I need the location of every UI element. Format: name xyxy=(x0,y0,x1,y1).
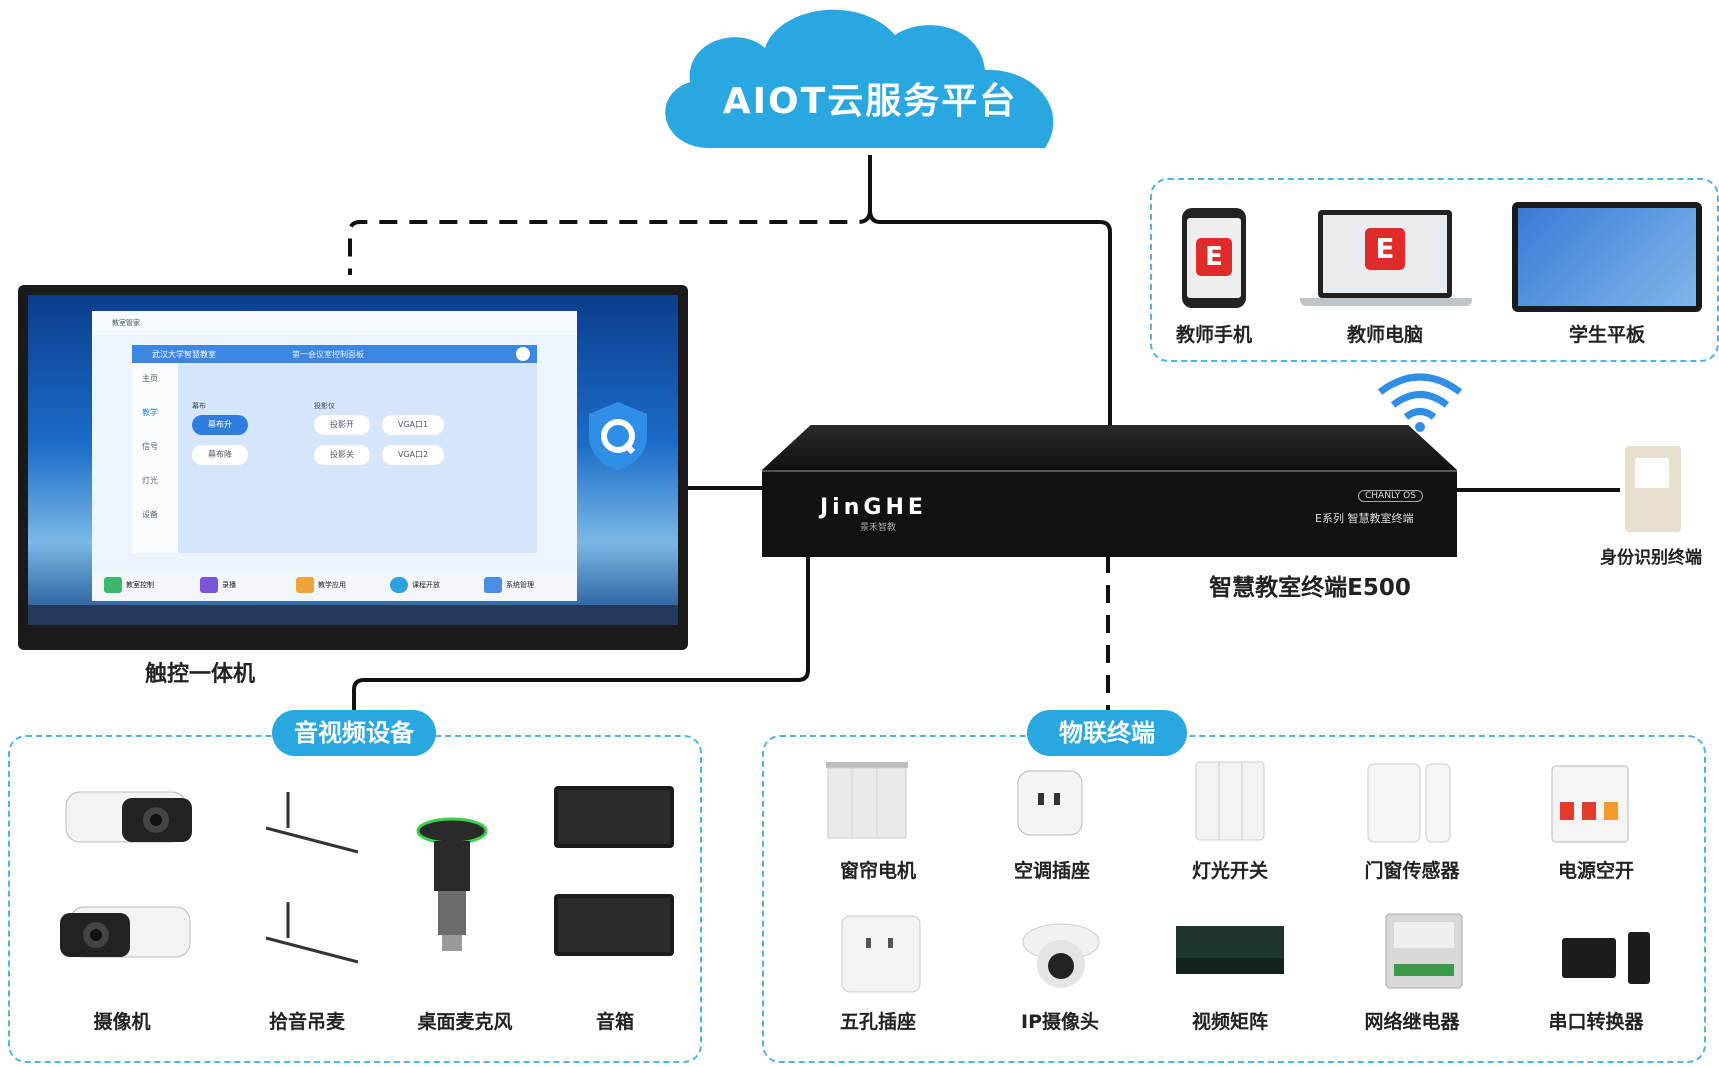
app-title: 教室管家 xyxy=(112,318,140,328)
speaker-icon-2 xyxy=(552,890,676,960)
av-label-speaker: 音箱 xyxy=(555,1007,675,1034)
laptop-base xyxy=(1300,298,1472,306)
video-matrix-icon xyxy=(1172,918,1288,984)
group-curtain-title: 幕布 xyxy=(192,401,206,411)
camera-icon-2 xyxy=(56,895,196,975)
ac-socket-icon xyxy=(1010,765,1090,841)
door-sensor-icon xyxy=(1364,762,1454,844)
app-header: 武汉大学智慧教室 第一会议室控制面板 xyxy=(132,345,537,363)
iot-label-serial-converter: 串口转换器 xyxy=(1526,1007,1666,1034)
system-management-icon xyxy=(484,577,502,593)
curtain-up-button[interactable]: 幕布升 xyxy=(192,415,248,435)
iot-label-ip-camera: IP摄像头 xyxy=(990,1007,1130,1034)
curtain-down-button[interactable]: 幕布降 xyxy=(192,445,248,465)
dock-item-system-management[interactable]: 系统管理 xyxy=(506,580,534,590)
iot-label-light-switch: 灯光开关 xyxy=(1160,856,1300,883)
curtain-icon xyxy=(822,760,912,840)
dock-item-recording[interactable]: 录播 xyxy=(222,580,236,590)
tablet-icon xyxy=(1512,202,1702,312)
av-label-hanging-mic: 拾音吊麦 xyxy=(247,1007,367,1034)
device-label-teacher-phone: 教师手机 xyxy=(1154,320,1274,347)
app-header-left: 武汉大学智慧教室 xyxy=(152,349,216,360)
vga1-button[interactable]: VGA口1 xyxy=(382,415,444,435)
iot-group-title: 物联终端 xyxy=(1027,710,1187,756)
router-logo: JinGHE xyxy=(820,495,927,520)
sidebar-item-light[interactable]: 灯光 xyxy=(142,475,158,486)
hanging-mic-icon-2 xyxy=(258,900,368,970)
breaker-icon xyxy=(1548,762,1632,846)
app-dock: 教室控制 录播 教学应用 课程开放 系统管理 xyxy=(92,569,577,601)
group-projector-title: 投影仪 xyxy=(314,401,335,411)
cloud-title: AIOT云服务平台 xyxy=(700,72,1040,124)
device-label-student-tablet: 学生平板 xyxy=(1547,320,1667,347)
iot-label-door-sensor: 门窗传感器 xyxy=(1342,856,1482,883)
classroom-control-icon xyxy=(104,577,122,593)
iot-label-relay: 网络继电器 xyxy=(1342,1007,1482,1034)
ip-camera-icon xyxy=(1018,912,1104,996)
projector-off-button[interactable]: 投影关 xyxy=(314,445,370,465)
router-logo-sub: 景禾智教 xyxy=(860,520,896,533)
touch-panel-screen: 教室管家 武汉大学智慧教室 第一会议室控制面板 主页 教学 信号 灯光 设备 幕… xyxy=(28,295,678,625)
app-titlebar: 教室管家 xyxy=(92,311,577,335)
app-sidebar: 主页 教学 信号 灯光 设备 xyxy=(132,363,178,553)
router-os-badge: CHANLY OS xyxy=(1358,490,1423,502)
sidebar-item-signal[interactable]: 信号 xyxy=(142,441,158,452)
screen-taskbar xyxy=(28,605,678,625)
router-label: 智慧教室终端E500 xyxy=(1180,568,1440,602)
iot-label-video-matrix: 视频矩阵 xyxy=(1160,1007,1300,1034)
speaker-icon xyxy=(552,782,676,852)
sidebar-item-home[interactable]: 主页 xyxy=(142,373,158,384)
light-switch-icon xyxy=(1190,760,1270,844)
desktop-mic-icon xyxy=(412,815,492,955)
vga2-button[interactable]: VGA口2 xyxy=(382,445,444,465)
lock-icon[interactable] xyxy=(516,347,530,361)
dock-item-teaching-app[interactable]: 教学应用 xyxy=(318,580,346,590)
dock-item-course-open[interactable]: 课程开放 xyxy=(412,580,440,590)
control-app-window: 教室管家 武汉大学智慧教室 第一会议室控制面板 主页 教学 信号 灯光 设备 幕… xyxy=(92,311,577,601)
app-main: 幕布 投影仪 幕布升 幕布降 投影开 投影关 VGA口1 VGA口2 xyxy=(178,363,537,553)
id-terminal-icon xyxy=(1625,446,1681,532)
relay-icon xyxy=(1382,908,1466,992)
device-label-teacher-laptop: 教师电脑 xyxy=(1325,320,1445,347)
av-label-camera: 摄像机 xyxy=(62,1007,182,1034)
shield-icon xyxy=(585,400,651,472)
teaching-app-icon xyxy=(296,577,314,593)
av-group-title: 音视频设备 xyxy=(272,710,436,756)
laptop-icon: E xyxy=(1318,210,1452,298)
phone-icon: E xyxy=(1182,208,1246,308)
iot-label-breaker: 电源空开 xyxy=(1526,856,1666,883)
sidebar-item-teaching[interactable]: 教学 xyxy=(142,407,158,418)
av-label-desktop-mic: 桌面麦克风 xyxy=(400,1007,530,1034)
course-open-icon xyxy=(390,577,408,593)
projector-on-button[interactable]: 投影开 xyxy=(314,415,370,435)
app-header-right: 第一会议室控制面板 xyxy=(292,349,364,360)
sidebar-item-device[interactable]: 设备 xyxy=(142,509,158,520)
outlet-icon xyxy=(836,912,926,996)
hanging-mic-icon xyxy=(258,790,368,860)
router-top xyxy=(762,425,1457,470)
serial-converter-icon xyxy=(1558,928,1654,988)
iot-label-curtain: 窗帘电机 xyxy=(808,856,948,883)
camera-icon xyxy=(60,780,200,860)
iot-label-ac-socket: 空调插座 xyxy=(982,856,1122,883)
id-terminal-label: 身份识别终端 xyxy=(1586,543,1716,568)
dock-item-classroom-control[interactable]: 教室控制 xyxy=(126,580,154,590)
recording-icon xyxy=(200,577,218,593)
wifi-icon xyxy=(1375,372,1465,432)
iot-label-outlet: 五孔插座 xyxy=(808,1007,948,1034)
router-series: E系列 智慧教室终端 xyxy=(1315,510,1413,526)
touch-panel-label: 触控一体机 xyxy=(100,656,300,688)
